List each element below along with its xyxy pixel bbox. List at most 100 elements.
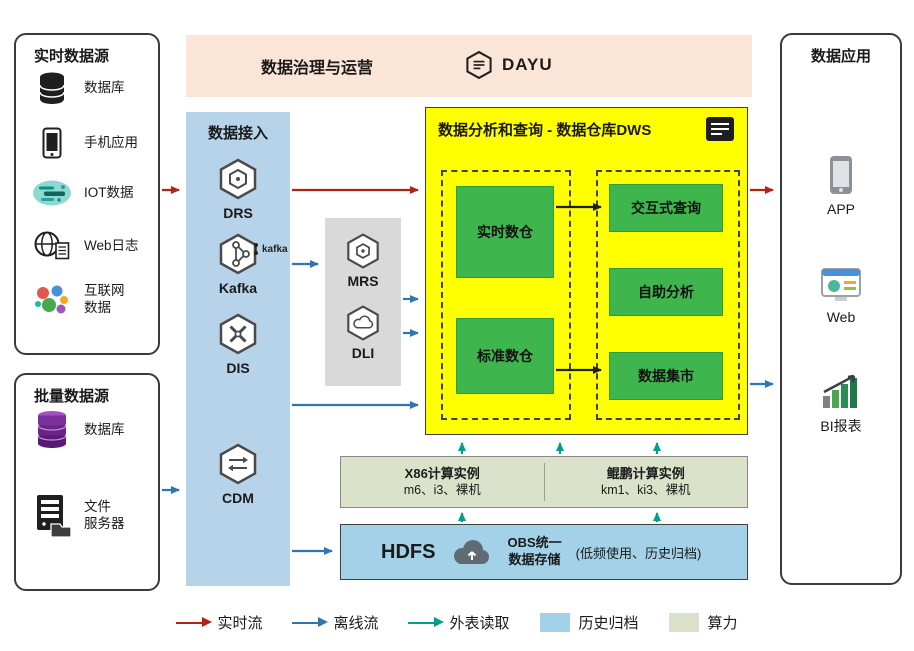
legend-label: 历史归档: [578, 615, 639, 632]
list-item: 数据库: [28, 408, 154, 452]
warehouse-label: 标准数仓: [477, 348, 533, 364]
legend-external-read: 外表读取: [408, 612, 510, 633]
middleware-item-dli: DLI: [325, 304, 401, 361]
compute-strip: X86计算实例 m6、i3、裸机 鲲鹏计算实例 km1、ki3、裸机: [340, 456, 748, 508]
x86-subtitle: m6、i3、裸机: [403, 483, 481, 498]
interactive-query-box: 交互式查询: [609, 184, 723, 232]
dayu-logo: DAYU: [464, 50, 553, 80]
list-item: 数据库: [28, 71, 154, 105]
obs-cloud-icon: [454, 540, 490, 564]
dws-warehouse-group: [441, 170, 571, 420]
dayu-hexagon-icon: [466, 50, 492, 80]
access-label: DRS: [223, 205, 253, 221]
phone-icon: [28, 127, 76, 159]
red-arrow-icon: [176, 616, 213, 627]
obs-label: OBS统一 数据存储: [507, 535, 562, 567]
realtime-sources-title: 实时数据源: [34, 48, 110, 65]
drs-icon: [219, 158, 257, 200]
middleware-label: MRS: [347, 273, 379, 289]
middleware-label: DLI: [351, 345, 375, 361]
database-stack-icon: [28, 408, 76, 452]
access-label: CDM: [222, 490, 254, 506]
list-item: 手机应用: [28, 127, 154, 159]
x86-compute-block: X86计算实例 m6、i3、裸机: [341, 457, 544, 507]
archive-swatch-icon: [539, 613, 570, 632]
source-label: 数据库: [84, 79, 125, 95]
batch-sources-box: 批量数据源 数据库: [14, 373, 160, 591]
batch-sources-title: 批量数据源: [34, 388, 110, 405]
realtime-sources-box: 实时数据源 数据库 手机应用: [14, 33, 160, 355]
applications-title: 数据应用: [810, 48, 871, 65]
source-label: 数据库: [84, 421, 125, 437]
legend-realtime-flow: 实时流: [176, 612, 262, 633]
legend-compute: 算力: [668, 612, 738, 633]
service-label: 数据集市: [638, 368, 694, 384]
app-label: APP: [826, 201, 855, 217]
legend: 实时流 离线流 外表读取 历史归档 算力: [0, 612, 914, 633]
list-item: 文件 服务器: [28, 493, 154, 539]
access-item-dis: DIS: [186, 312, 290, 376]
governance-banner: 数据治理与运营 DAYU: [186, 35, 752, 97]
database-icon: [28, 71, 76, 105]
access-item-drs: DRS: [186, 157, 290, 221]
file-server-icon: [28, 493, 76, 539]
self-service-analysis-box: 自助分析: [609, 268, 723, 316]
divider: [543, 463, 545, 501]
app-phone-icon: [830, 156, 852, 194]
iot-icon: [28, 179, 76, 207]
source-label: 手机应用: [84, 134, 138, 150]
legend-label: 实时流: [217, 615, 263, 632]
access-item-cdm: CDM: [186, 442, 290, 506]
list-item: Web日志: [28, 231, 154, 261]
teal-arrow-icon: [408, 616, 445, 627]
data-access-title: 数据接入: [207, 125, 268, 142]
compute-swatch-icon: [668, 613, 699, 632]
app-item-bi: BI报表: [782, 372, 900, 436]
source-label: IOT数据: [84, 184, 134, 200]
dws-panel: 数据分析和查询 - 数据仓库DWS 实时数仓 标准数仓 交互式查询 自助分析 数…: [425, 107, 748, 435]
standard-warehouse-box: 标准数仓: [456, 318, 554, 394]
warehouse-label: 实时数仓: [477, 224, 533, 240]
dws-service-group: [596, 170, 740, 420]
dayu-logo-text: DAYU: [502, 55, 553, 74]
storage-note: (低频使用、历史归档): [575, 545, 702, 561]
hdfs-label: HDFS: [381, 540, 436, 563]
cdm-icon: [219, 443, 257, 485]
dws-doc-icon: [706, 117, 734, 141]
kunpeng-title: 鲲鹏计算实例: [606, 465, 685, 481]
access-label: DIS: [226, 360, 250, 376]
middleware-panel: MRS DLI: [325, 218, 401, 386]
kunpeng-compute-block: 鲲鹏计算实例 km1、ki3、裸机: [545, 457, 748, 507]
governance-title: 数据治理与运营: [261, 60, 374, 77]
web-icon: [821, 268, 861, 301]
internet-data-icon: [28, 284, 76, 316]
data-access-panel: 数据接入 DRS Kafka: [186, 112, 290, 586]
realtime-warehouse-box: 实时数仓: [456, 186, 554, 278]
x86-title: X86计算实例: [404, 465, 480, 481]
legend-history-archive: 历史归档: [539, 612, 639, 633]
dis-icon: [219, 313, 257, 355]
applications-box: 数据应用 APP Web: [780, 33, 902, 585]
app-item-web: Web: [782, 267, 900, 325]
legend-label: 算力: [707, 615, 738, 632]
legend-offline-flow: 离线流: [292, 612, 378, 633]
kafka-wordmark-text: kafka: [262, 243, 288, 255]
legend-label: 外表读取: [449, 615, 510, 632]
source-label: Web日志: [84, 237, 139, 253]
service-label: 自助分析: [638, 284, 694, 300]
source-label: 互联网 数据: [84, 283, 125, 315]
source-label: 文件 服务器: [84, 499, 125, 531]
list-item: 互联网 数据: [28, 283, 154, 317]
kunpeng-subtitle: km1、ki3、裸机: [600, 483, 691, 498]
middleware-item-mrs: MRS: [325, 232, 401, 289]
web-log-icon: [28, 231, 76, 261]
app-label: BI报表: [820, 418, 862, 434]
list-item: IOT数据: [28, 179, 154, 207]
dli-icon: [347, 305, 379, 341]
service-label: 交互式查询: [631, 200, 701, 216]
dws-title: 数据分析和查询 - 数据仓库DWS: [438, 121, 652, 139]
mrs-icon: [347, 233, 379, 269]
storage-strip: HDFS OBS统一 数据存储 (低频使用、历史归档): [340, 524, 748, 580]
dws-title-row: 数据分析和查询 - 数据仓库DWS: [426, 108, 747, 142]
